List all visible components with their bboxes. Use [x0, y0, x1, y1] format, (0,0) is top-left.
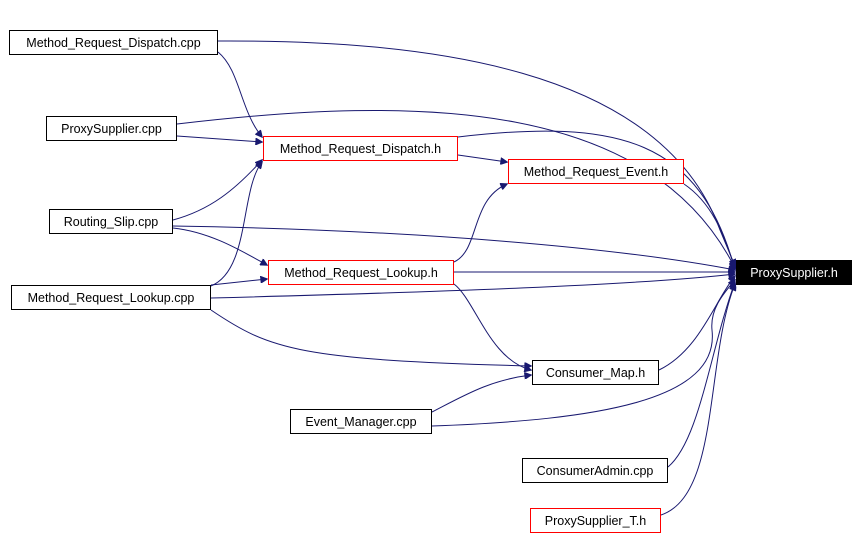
edge-mrl_cpp-to-cm_h: [210, 309, 531, 366]
edge-em_cpp-to-ps_h: [431, 280, 735, 427]
node-method-request-lookup-cpp[interactable]: Method_Request_Lookup.cpp: [11, 285, 211, 310]
node-method-request-dispatch-h[interactable]: Method_Request_Dispatch.h: [263, 136, 458, 161]
edge-mrl_cpp-to-ps_h: [210, 274, 735, 299]
edge-mrd_cpp-to-mrd_h: [217, 51, 262, 137]
node-method-request-lookup-h[interactable]: Method_Request_Lookup.h: [268, 260, 454, 285]
edge-mrl_h-to-cm_h: [453, 283, 531, 370]
edge-ca_cpp-to-ps_h: [667, 282, 735, 468]
edge-mrl_h-to-mre_h: [453, 184, 507, 263]
node-consumer-map-h[interactable]: Consumer_Map.h: [532, 360, 659, 385]
edge-mrl_cpp-to-mrl_h: [210, 279, 267, 286]
node-method-request-event-h[interactable]: Method_Request_Event.h: [508, 159, 684, 184]
node-proxysupplier-cpp[interactable]: ProxySupplier.cpp: [46, 116, 177, 141]
edge-rs_cpp-to-mrl_h: [172, 227, 267, 265]
edge-em_cpp-to-cm_h: [431, 375, 531, 413]
node-consumeradmin-cpp[interactable]: ConsumerAdmin.cpp: [522, 458, 668, 483]
node-method-request-dispatch-cpp[interactable]: Method_Request_Dispatch.cpp: [9, 30, 218, 55]
edge-ps_cpp-to-mrd_h: [176, 135, 262, 142]
edge-ps_cpp-to-ps_h: [176, 109, 735, 268]
edge-pst_h-to-ps_h: [660, 284, 735, 516]
edge-mrd_cpp-to-ps_h: [217, 40, 735, 266]
edge-mrd_h-to-mre_h: [457, 154, 507, 162]
edge-mrl_cpp-to-mrd_h: [210, 162, 262, 287]
node-proxysupplier-h: ProxySupplier.h: [736, 260, 852, 285]
edge-mrd_h-to-ps_h: [457, 130, 735, 270]
edge-mre_h-to-ps_h: [683, 183, 735, 268]
node-routing-slip-cpp[interactable]: Routing_Slip.cpp: [49, 209, 173, 234]
node-event-manager-cpp[interactable]: Event_Manager.cpp: [290, 409, 432, 434]
edge-rs_cpp-to-ps_h: [172, 225, 735, 270]
node-proxysupplier-t-h[interactable]: ProxySupplier_T.h: [530, 508, 661, 533]
edge-rs_cpp-to-mrd_h: [172, 160, 262, 221]
